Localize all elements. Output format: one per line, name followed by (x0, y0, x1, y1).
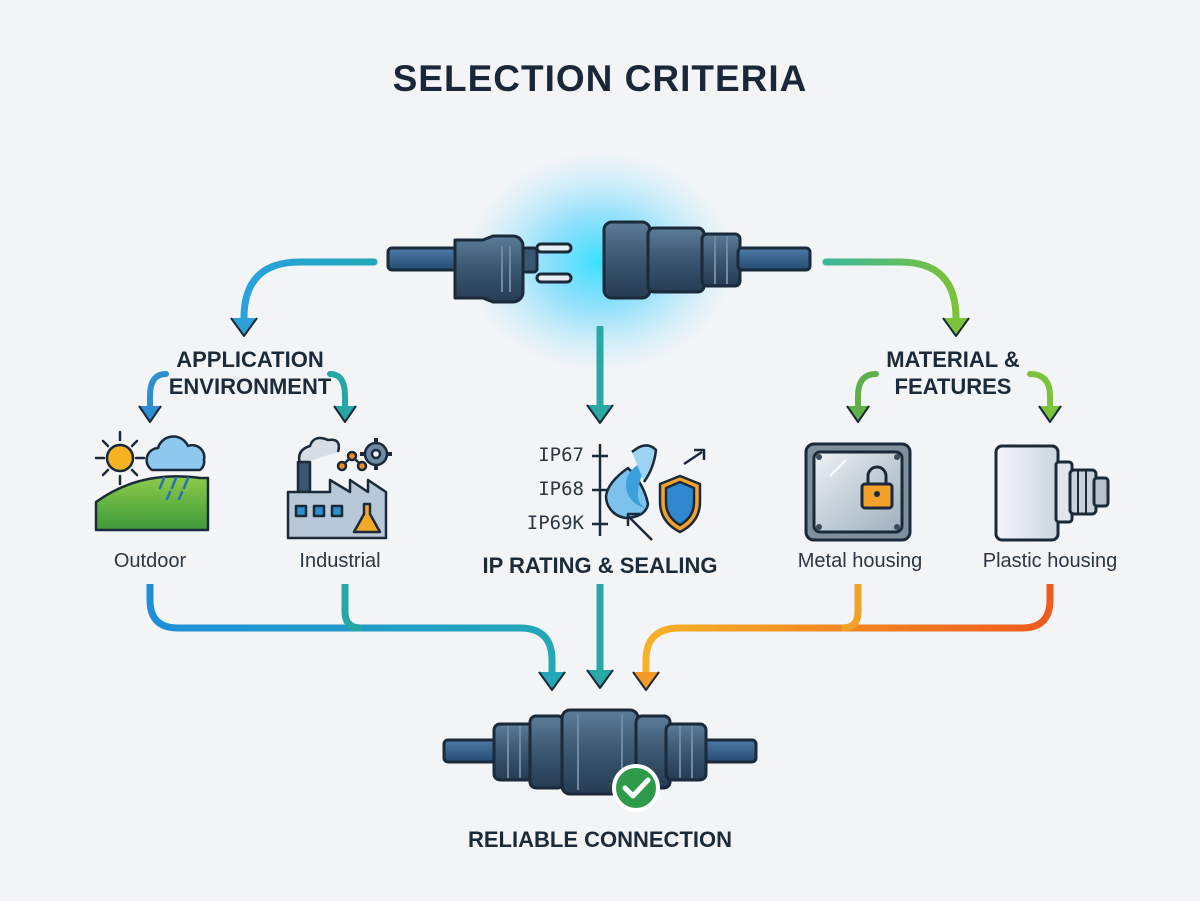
application-heading-line2: ENVIRONMENT (168, 374, 332, 399)
material-features-heading: MATERIAL & FEATURES (848, 346, 1058, 400)
check-badge-icon (612, 764, 660, 812)
ip69k-label: IP69K (526, 512, 584, 534)
outdoor-label: Outdoor (113, 550, 187, 572)
page-title: SELECTION CRITERIA (392, 58, 808, 99)
application-environment-heading: APPLICATION ENVIRONMENT (140, 346, 360, 400)
metal-housing-icon (804, 442, 912, 542)
application-heading-line1: APPLICATION (176, 347, 324, 372)
ip67-label: IP67 (538, 444, 584, 466)
reliable-connection-label: RELIABLE CONNECTION (468, 827, 732, 852)
reliable-connector-icon (442, 708, 758, 796)
industrial-label: Industrial (299, 550, 381, 572)
material-heading-line1: MATERIAL & (886, 347, 1020, 372)
plastic-housing-icon (994, 444, 1110, 542)
factory-gear-icon (286, 436, 392, 540)
top-connector-icon (386, 220, 812, 304)
connector-glow (465, 152, 735, 372)
sun-rain-landscape-icon (94, 430, 210, 532)
ip-rating-scale (592, 444, 608, 536)
metal-housing-label: Metal housing (797, 550, 923, 572)
ip68-label: IP68 (538, 478, 584, 500)
ip-rating-heading: IP RATING & SEALING (482, 553, 718, 578)
water-drop-shield-icon (604, 444, 706, 541)
plastic-housing-label: Plastic housing (982, 550, 1118, 572)
material-heading-line2: FEATURES (894, 374, 1012, 399)
